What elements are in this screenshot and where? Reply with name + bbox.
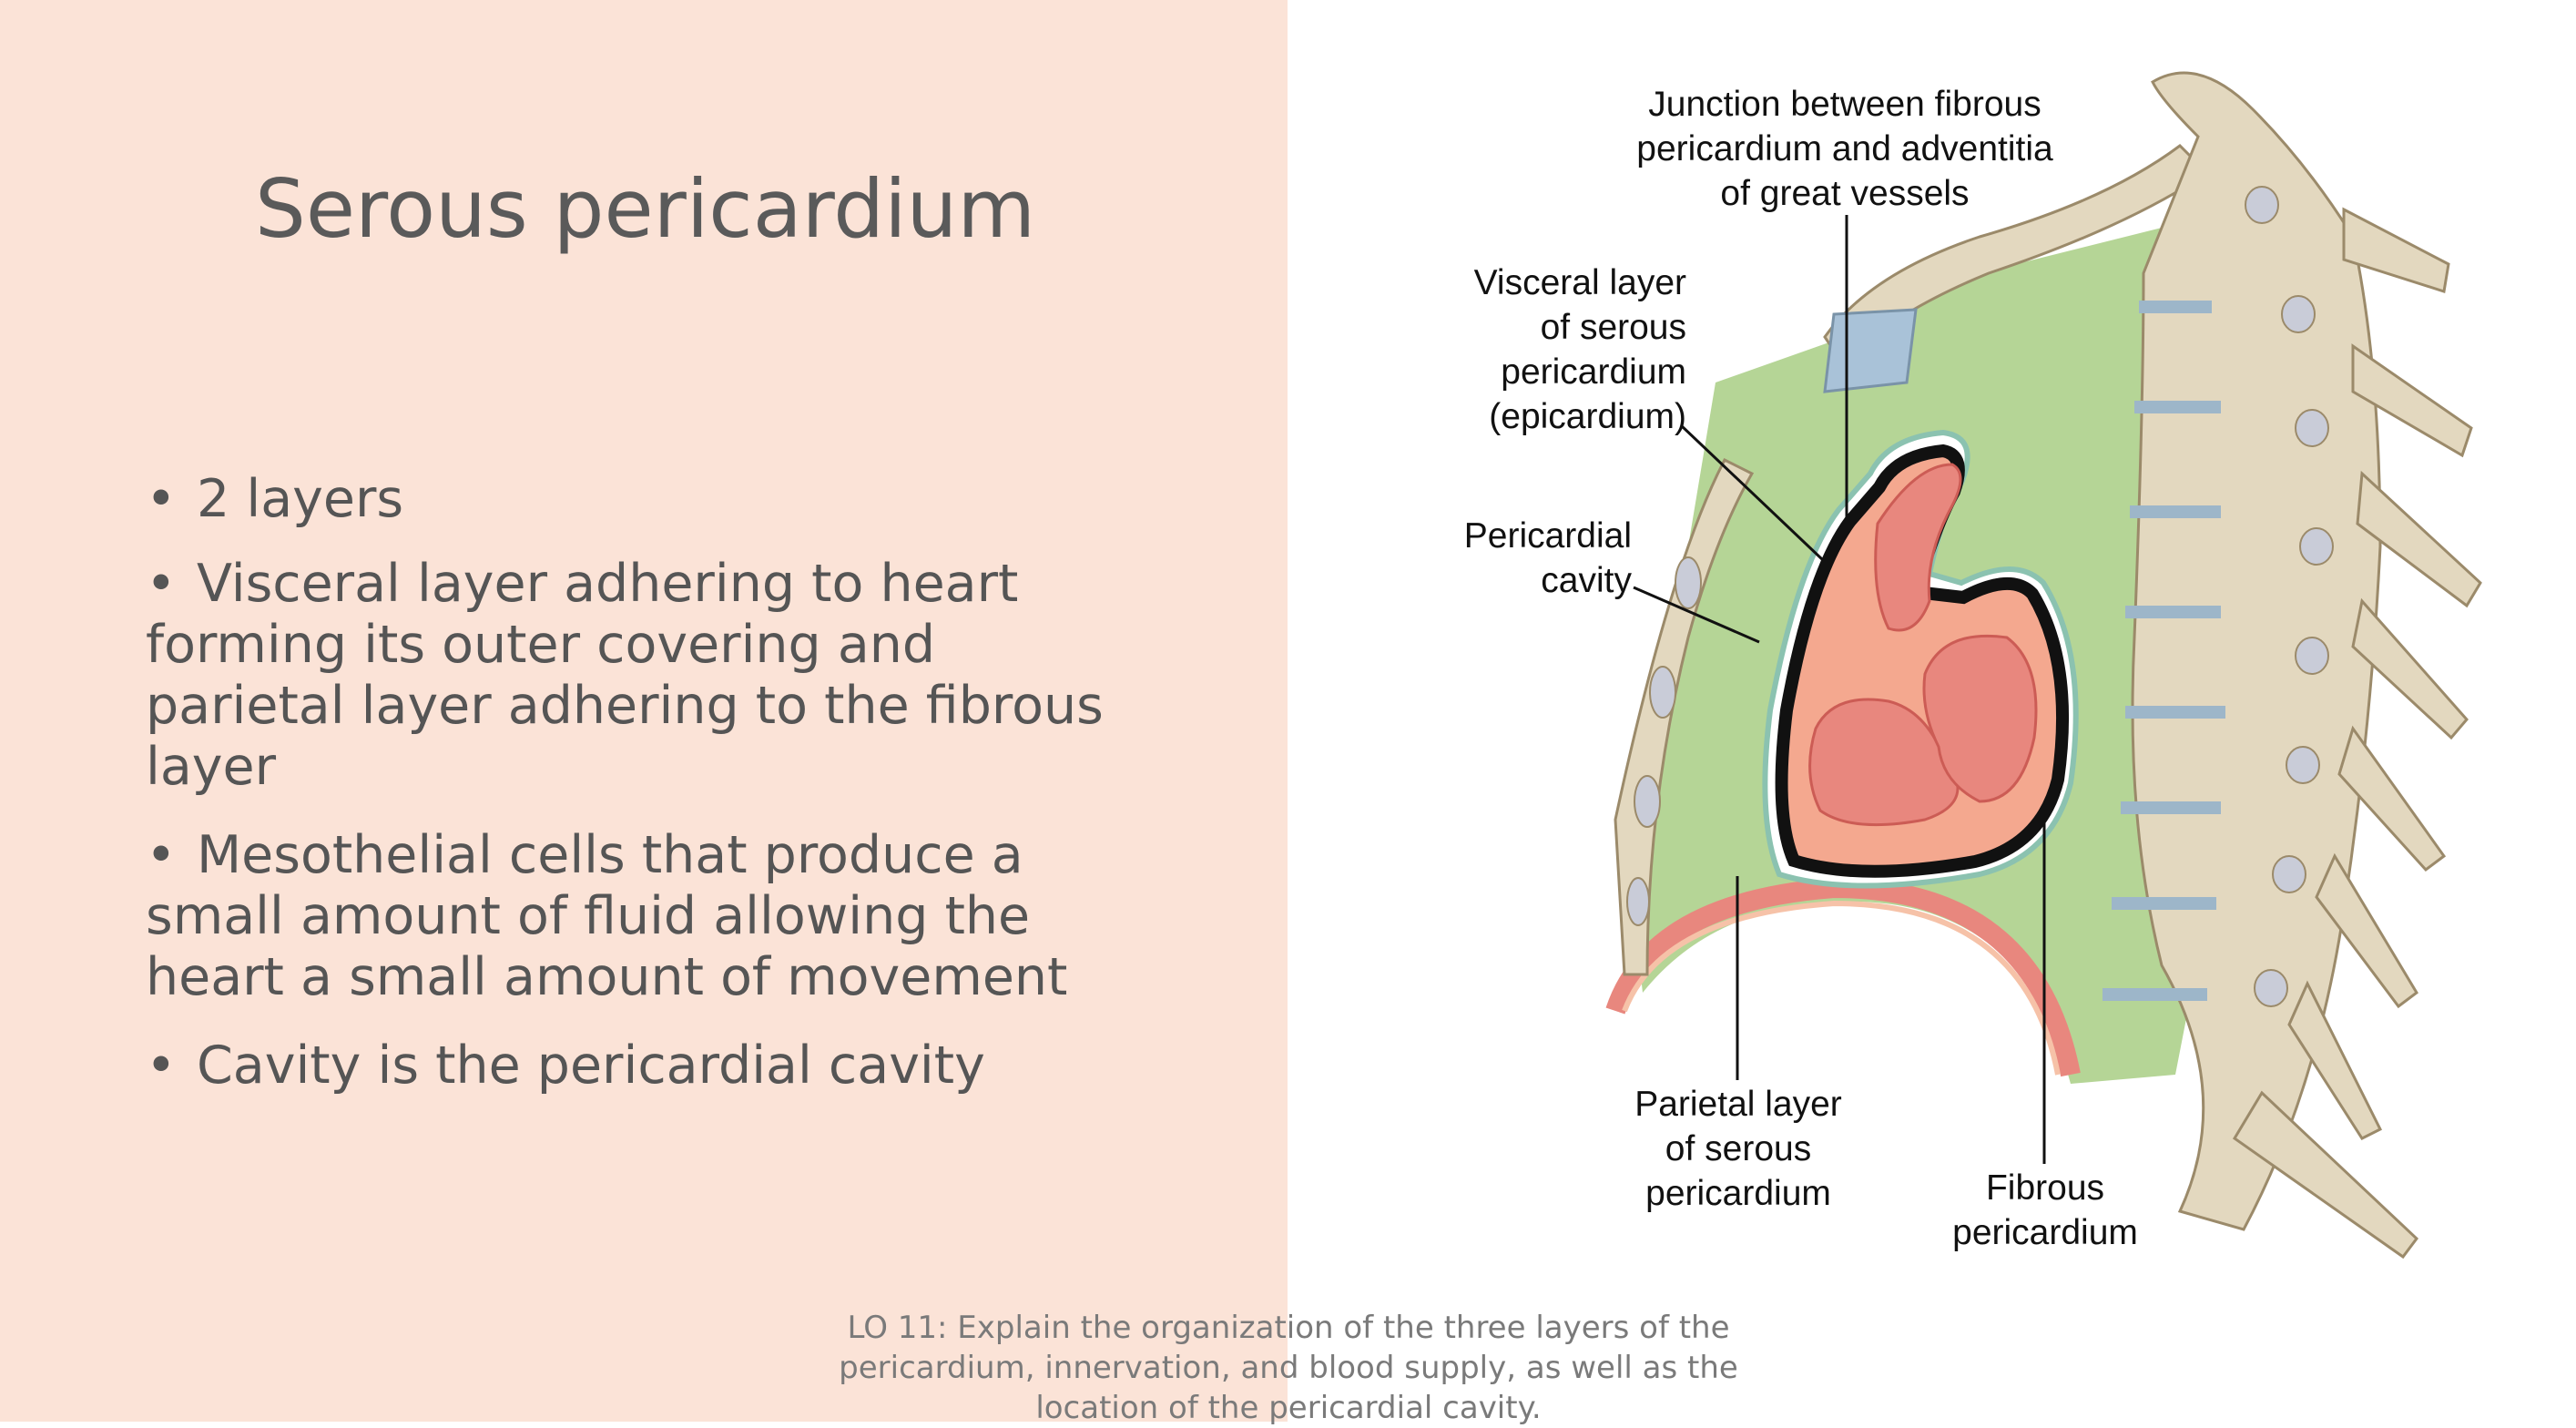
bullet-marker: • <box>146 554 177 614</box>
bullet-text: Cavity is the pericardial cavity <box>197 1035 985 1096</box>
bullet-text: Mesothelial cells that produce a small a… <box>146 825 1068 1007</box>
label-line: pericardium <box>1645 1174 1831 1213</box>
bullet-marker: • <box>146 469 177 529</box>
label-line: (epicardium) <box>1489 397 1686 436</box>
label-line: Junction between fibrous <box>1648 85 2041 124</box>
label-parietal-layer: Parietal layer of serous pericardium <box>1588 1082 1889 1216</box>
leader-lines <box>1633 215 2046 1164</box>
heart-chamber-left <box>1808 698 1960 827</box>
label-line: Visceral layer <box>1473 263 1686 302</box>
diaphragm <box>1605 877 2081 1077</box>
learning-objective-footer: LO 11: Explain the organization of the t… <box>839 1310 1738 1426</box>
bullet-text: Visceral layer adhering to heart forming… <box>146 554 1104 797</box>
pericardium-illustration: Junction between fibrous pericardium and… <box>1288 0 2576 1422</box>
left-panel <box>0 0 1288 1422</box>
vertebral-column <box>2103 71 2482 1260</box>
bullet-list: •2 layers •Visceral layer adhering to he… <box>146 469 1129 1124</box>
label-line: pericardium and adventitia <box>1636 129 2053 168</box>
label-fibrous-pericardium: Fibrous pericardium <box>1936 1166 2154 1255</box>
label-line: cavity <box>1541 561 1632 600</box>
label-line: Parietal layer <box>1634 1085 1842 1124</box>
label-line: pericardium <box>1501 352 1686 392</box>
label-line: pericardium <box>1952 1213 2138 1252</box>
bullet-item: • Cavity is the pericardial cavity <box>146 1035 1129 1096</box>
label-line: of serous <box>1540 308 1686 347</box>
bullet-item: •Mesothelial cells that produce a small … <box>146 825 1129 1008</box>
label-pericardial-cavity: Pericardial cavity <box>1406 514 1632 603</box>
label-line: Pericardial <box>1463 516 1632 556</box>
bullet-marker: • <box>146 825 177 885</box>
label-line: of great vessels <box>1720 174 1970 213</box>
bullet-item: • 2 layers <box>146 469 1129 530</box>
slide-title: Serous pericardium <box>255 162 1036 256</box>
anatomy-drawing <box>1605 71 2482 1260</box>
label-visceral-layer: Visceral layer of serous pericardium (ep… <box>1424 260 1686 439</box>
heart-chamber-right <box>1922 634 2038 803</box>
costal-cartilage <box>1823 308 1918 393</box>
bullet-item: •Visceral layer adhering to heart formin… <box>146 554 1129 798</box>
bullet-marker: • <box>146 1035 177 1096</box>
label-junction: Junction between fibrous pericardium and… <box>1608 82 2082 216</box>
label-line: of serous <box>1665 1129 1812 1168</box>
heart-chamber-upper <box>1874 463 1962 632</box>
label-line: Fibrous <box>1985 1168 2105 1208</box>
bullet-text: 2 layers <box>197 469 404 529</box>
